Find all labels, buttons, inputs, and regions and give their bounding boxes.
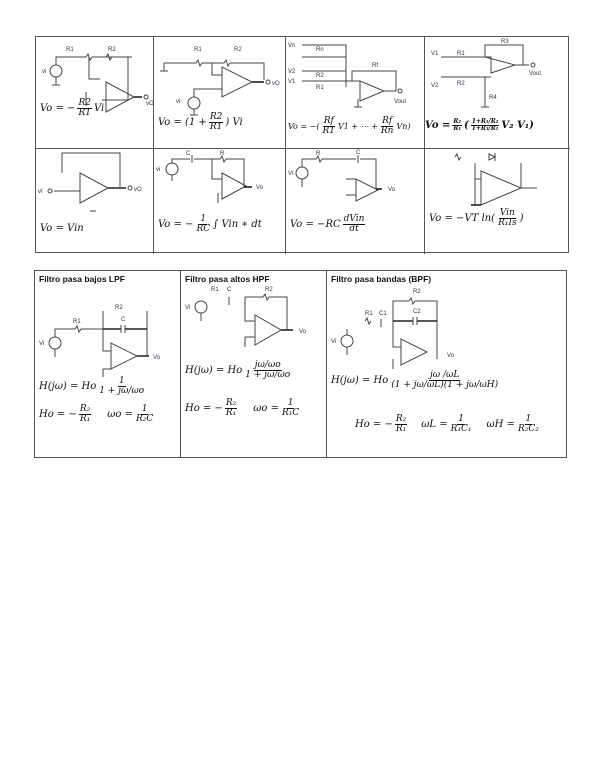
hpf-title: Filtro pasa altos HPF xyxy=(185,274,270,284)
svg-text:vI: vI xyxy=(176,99,181,105)
voltage-follower-circuit: vI vO xyxy=(38,152,142,212)
svg-text:vO: vO xyxy=(272,81,280,87)
svg-text:Vo: Vo xyxy=(256,185,264,191)
svg-text:Vn: Vn xyxy=(288,43,295,49)
non-inverting-amplifier-circuit: R1 R2 vI vO xyxy=(160,47,280,116)
svg-text:C: C xyxy=(186,151,191,157)
svg-text:Vout: Vout xyxy=(394,99,406,105)
svg-text:R1: R1 xyxy=(457,51,465,57)
svg-text:R1: R1 xyxy=(316,85,324,91)
svg-text:Vi: Vi xyxy=(185,305,190,311)
svg-text:Vi: Vi xyxy=(331,339,336,345)
svg-text:V1: V1 xyxy=(288,79,296,85)
svg-text:R: R xyxy=(220,151,225,157)
svg-text:Rn: Rn xyxy=(316,47,324,53)
svg-text:R1: R1 xyxy=(365,311,373,317)
svg-text:Vo: Vo xyxy=(388,187,396,193)
svg-text:Vo: Vo xyxy=(447,353,455,359)
svg-text:V1: V1 xyxy=(431,51,439,57)
svg-text:R2: R2 xyxy=(413,289,421,295)
svg-text:vI: vI xyxy=(38,189,43,195)
svg-text:C2: C2 xyxy=(413,309,421,315)
svg-text:C: C xyxy=(121,317,126,323)
svg-text:Vo: Vo xyxy=(299,329,307,335)
cell-voltage-follower: vI vO Vo = Vin xyxy=(36,149,154,254)
svg-text:R3: R3 xyxy=(501,39,509,45)
lpf-title: Filtro pasa bajos LPF xyxy=(39,274,125,284)
svg-text:VI: VI xyxy=(288,171,294,177)
svg-text:C: C xyxy=(356,150,361,156)
svg-text:Vout: Vout xyxy=(529,71,541,77)
svg-text:R4: R4 xyxy=(489,95,497,101)
svg-text:R2: R2 xyxy=(457,81,465,87)
inverting-amplifier-circuit: R1 R2 vi vO xyxy=(42,47,154,113)
svg-text:V2: V2 xyxy=(288,69,296,75)
svg-text:R: R xyxy=(316,151,321,157)
svg-text:vi: vi xyxy=(42,69,46,75)
svg-text:R1: R1 xyxy=(211,287,219,293)
svg-text:Vi: Vi xyxy=(39,341,44,347)
logarithmic-amplifier-circuit xyxy=(454,152,537,206)
svg-text:R1: R1 xyxy=(194,47,202,53)
svg-text:vO: vO xyxy=(134,187,142,193)
svg-text:C1: C1 xyxy=(379,311,387,317)
svg-text:C: C xyxy=(227,287,232,293)
svg-text:V2: V2 xyxy=(431,83,439,89)
svg-text:R1: R1 xyxy=(66,47,74,53)
svg-text:Rf: Rf xyxy=(372,63,378,69)
bpf-title: Filtro pasa bandas (BPF) xyxy=(331,274,432,284)
svg-text:R1: R1 xyxy=(73,319,81,325)
differentiator-circuit: R C VI Vo xyxy=(288,150,396,202)
svg-text:Vo: Vo xyxy=(153,355,161,361)
follower-formula: Vo = Vin xyxy=(40,223,84,234)
svg-text:R2: R2 xyxy=(265,287,273,293)
svg-text:R2: R2 xyxy=(234,47,242,53)
svg-text:R2: R2 xyxy=(316,73,324,79)
svg-text:vi: vi xyxy=(156,167,160,173)
svg-text:vO: vO xyxy=(146,101,154,107)
svg-text:R2: R2 xyxy=(115,305,123,311)
svg-text:R2: R2 xyxy=(108,47,116,53)
